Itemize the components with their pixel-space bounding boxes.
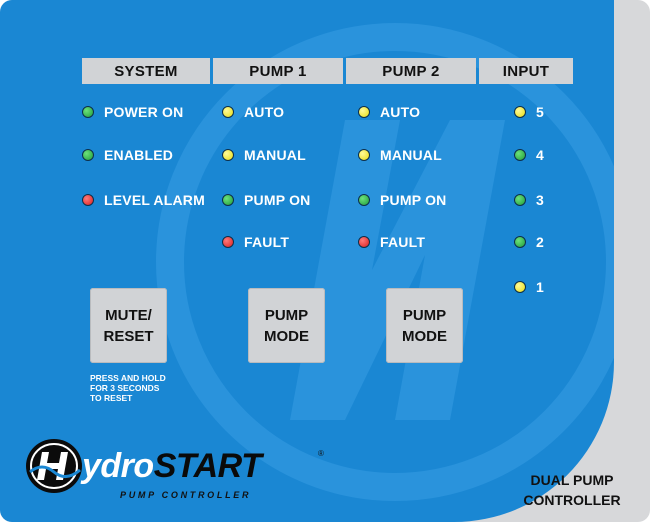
registered-mark: ® (318, 449, 324, 458)
pump2-mode-button[interactable]: PUMP MODE (386, 288, 463, 363)
mute-reset-note: PRESS AND HOLD FOR 3 SECONDS TO RESET (90, 373, 200, 403)
status-label: FAULT (244, 234, 290, 250)
pump2-pump-on: PUMP ON (358, 190, 447, 210)
pump1-auto: AUTO (222, 102, 284, 122)
pump2-auto: AUTO (358, 102, 420, 122)
input-label: 1 (536, 279, 544, 295)
button-label-line: PUMP (264, 306, 309, 324)
led-red-icon (222, 236, 234, 248)
led-red-icon (358, 236, 370, 248)
led-yellow-icon (514, 281, 526, 293)
model-label: DUAL PUMP CONTROLLER (512, 470, 632, 510)
input-1: 1 (514, 277, 544, 297)
model-line: DUAL PUMP (530, 472, 614, 488)
brand-word-part1: ydro (82, 447, 154, 485)
mute-reset-button[interactable]: MUTE/ RESET (90, 288, 167, 363)
note-line: PRESS AND HOLD (90, 373, 166, 383)
pump1-fault: FAULT (222, 232, 289, 252)
led-green-icon (514, 236, 526, 248)
button-label-line: RESET (103, 327, 154, 345)
status-label: FAULT (380, 234, 426, 250)
led-yellow-icon (222, 106, 234, 118)
system-level-alarm: LEVEL ALARM (82, 190, 205, 210)
status-label: PUMP ON (380, 192, 447, 208)
input-label: 5 (536, 104, 544, 120)
status-label: AUTO (380, 104, 421, 120)
input-label: 2 (536, 234, 544, 250)
pump1-pump-on: PUMP ON (222, 190, 311, 210)
hydrostart-logo-icon (26, 439, 82, 493)
button-label-line: PUMP (402, 306, 447, 324)
led-yellow-icon (358, 149, 370, 161)
status-label: MANUAL (244, 147, 306, 163)
pump2-manual: MANUAL (358, 145, 442, 165)
header-system: SYSTEM (82, 58, 210, 84)
pump2-fault: FAULT (358, 232, 425, 252)
led-green-icon (222, 194, 234, 206)
header-input: INPUT (479, 58, 573, 84)
led-green-icon (82, 106, 94, 118)
note-line: FOR 3 SECONDS (90, 383, 160, 393)
status-label: LEVEL ALARM (104, 192, 205, 208)
pump1-mode-button[interactable]: PUMP MODE (248, 288, 325, 363)
input-2: 2 (514, 232, 544, 252)
led-yellow-icon (514, 106, 526, 118)
input-label: 4 (536, 147, 544, 163)
led-green-icon (514, 194, 526, 206)
led-green-icon (82, 149, 94, 161)
system-enabled: ENABLED (82, 145, 173, 165)
input-5: 5 (514, 102, 544, 122)
model-line: CONTROLLER (523, 492, 621, 508)
led-green-icon (514, 149, 526, 161)
input-3: 3 (514, 190, 544, 210)
note-line: TO RESET (90, 393, 133, 403)
brand-wordmark: ydroSTART (82, 447, 262, 486)
led-red-icon (82, 194, 94, 206)
status-label: MANUAL (380, 147, 442, 163)
button-label-line: MODE (402, 327, 447, 345)
input-4: 4 (514, 145, 544, 165)
input-label: 3 (536, 192, 544, 208)
brand-word-part2: START (153, 447, 262, 485)
status-label: AUTO (244, 104, 285, 120)
status-label: POWER ON (104, 104, 184, 120)
header-pump1: PUMP 1 (213, 58, 343, 84)
led-yellow-icon (358, 106, 370, 118)
button-label-line: MUTE/ (105, 306, 152, 324)
status-label: PUMP ON (244, 192, 311, 208)
led-green-icon (358, 194, 370, 206)
pump1-manual: MANUAL (222, 145, 306, 165)
button-label-line: MODE (264, 327, 309, 345)
status-label: ENABLED (104, 147, 174, 163)
led-yellow-icon (222, 149, 234, 161)
system-power-on: POWER ON (82, 102, 183, 122)
brand-subtitle: PUMP CONTROLLER (120, 490, 252, 500)
header-pump2: PUMP 2 (346, 58, 476, 84)
